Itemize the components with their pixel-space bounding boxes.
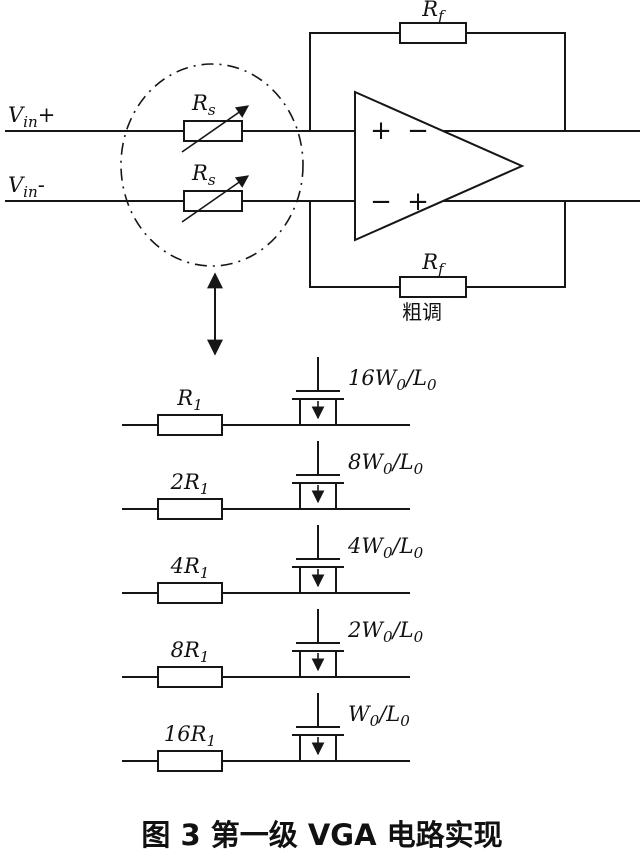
branch-resistor (157, 498, 223, 520)
branch-mosfet-label: 4W0/L0 (347, 534, 424, 562)
mosfet-symbol (292, 609, 344, 677)
feedback-wire-top (309, 32, 566, 131)
opamp-plus-bottom: + (407, 187, 429, 217)
variable-resistor-top: Rs (181, 91, 250, 153)
branch-resistor-label: 4R1 (170, 554, 210, 582)
rs-bottom-label: Rs (191, 161, 216, 189)
mosfet-symbol (292, 357, 344, 425)
ladder-branch: 8R1 2W0/L0 (122, 609, 424, 688)
branch-resistor (157, 750, 223, 772)
branch-resistor-label: R1 (176, 386, 202, 414)
opamp-plus-top: + (370, 116, 392, 146)
variable-arrow (181, 175, 250, 223)
opamp: + − − + (354, 90, 525, 242)
branch-mosfet-label: 8W0/L0 (348, 450, 424, 478)
branch-resistor (157, 666, 223, 688)
branch-resistor-label: 16R1 (164, 722, 216, 750)
input-pos-label: Vin+ (8, 103, 55, 131)
rs-top-label: Rs (191, 91, 216, 119)
ladder-branch: 2R1 8W0/L0 (122, 441, 424, 520)
feedback-resistor-top (399, 22, 467, 44)
branch-resistor (157, 582, 223, 604)
variable-resistor-bottom: Rs (181, 161, 250, 223)
branch-resistor (157, 414, 223, 436)
feedback-resistor-bottom (399, 276, 467, 298)
branch-resistor-label: 2R1 (170, 470, 210, 498)
tuning-region-circle (120, 63, 304, 267)
mosfet-symbol (292, 441, 344, 509)
figure-caption: 图 3 第一级 VGA 电路实现 (141, 818, 502, 852)
branch-mosfet-label: 16W0/L0 (348, 366, 437, 394)
rf-top-label: Rf (421, 0, 446, 25)
branch-mosfet-label: W0/L0 (348, 702, 410, 730)
opamp-stage: Rf Rf 粗调 Rs Rs + − − + Vin+ Vin- (5, 0, 640, 356)
branch-resistor-label: 8R1 (171, 638, 210, 666)
ladder-branch: R1 16W0/L0 (122, 357, 437, 436)
rf-bottom-label: Rf (421, 250, 446, 278)
opamp-minus-top: − (407, 116, 429, 146)
ladder-branch: 4R1 4W0/L0 (122, 525, 424, 604)
opamp-minus-bottom: − (370, 187, 392, 217)
opamp-triangle (354, 90, 525, 242)
branch-mosfet-label: 2W0/L0 (347, 618, 424, 646)
resistor-ladder: R1 16W0/L0 2R1 8W0/L0 4R1 4W0/L0 (122, 357, 437, 772)
coarse-tune-label: 粗调 (402, 300, 442, 324)
ladder-branch: 16R1 W0/L0 (122, 693, 410, 772)
input-neg-label: Vin- (8, 173, 45, 201)
mosfet-symbol (292, 693, 344, 761)
mosfet-symbol (292, 525, 344, 593)
variable-arrow (181, 105, 250, 153)
